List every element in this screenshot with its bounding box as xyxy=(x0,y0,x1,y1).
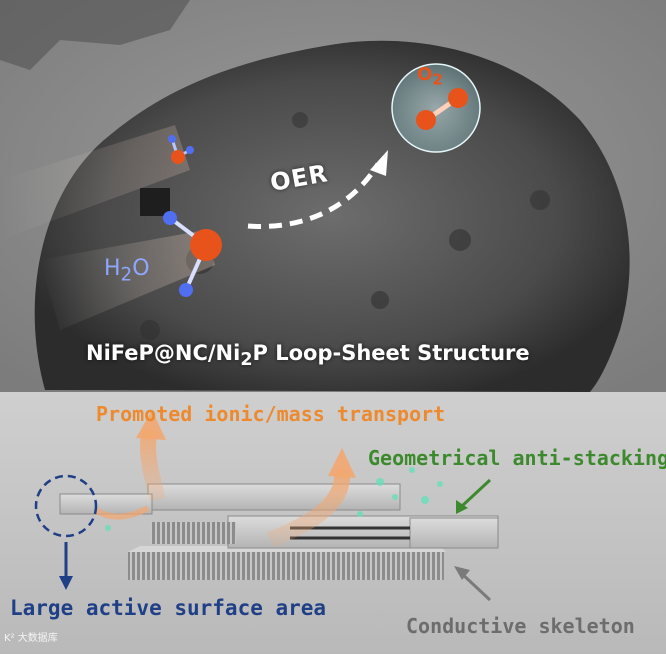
bubble xyxy=(392,494,398,500)
bubble xyxy=(376,478,384,486)
texture-spot xyxy=(449,229,471,251)
texture-spot xyxy=(371,291,389,309)
water-hydrogen-atom xyxy=(163,211,177,225)
o2-atom xyxy=(416,110,436,130)
hydrogen-atom-small xyxy=(168,135,176,143)
bubble xyxy=(437,481,443,487)
oxygen-label: O2 xyxy=(417,66,443,88)
watermark: K² 大数据库 xyxy=(4,634,58,644)
bubble xyxy=(105,525,111,531)
top-sheet xyxy=(148,484,400,510)
promoted-transport-label: Promoted ionic/mass transport xyxy=(96,404,445,424)
right-sheet xyxy=(410,518,498,548)
o2-atom xyxy=(448,88,468,108)
bubble xyxy=(357,511,363,517)
texture-spot xyxy=(530,190,550,210)
structure-title: NiFeP@NC/Ni2P Loop-Sheet Structure xyxy=(86,343,530,370)
skeleton-sheet-edge xyxy=(128,552,444,580)
surface-area-label: Large active surface area xyxy=(10,598,326,619)
water-label: H2O xyxy=(104,258,150,285)
water-hydrogen-atom xyxy=(179,283,193,297)
middle-sheet-edge xyxy=(150,522,236,544)
dark-crystal xyxy=(140,188,170,216)
water-oxygen-atom xyxy=(190,229,222,261)
hydrogen-atom-small xyxy=(186,146,194,154)
oxygen-atom-small xyxy=(171,150,185,164)
skeleton-label: Conductive skeleton xyxy=(406,616,635,636)
anti-stacking-label: Geometrical anti-stacking xyxy=(368,448,666,468)
bubble xyxy=(421,496,429,504)
texture-spot xyxy=(140,320,160,340)
texture-spot xyxy=(292,112,308,128)
